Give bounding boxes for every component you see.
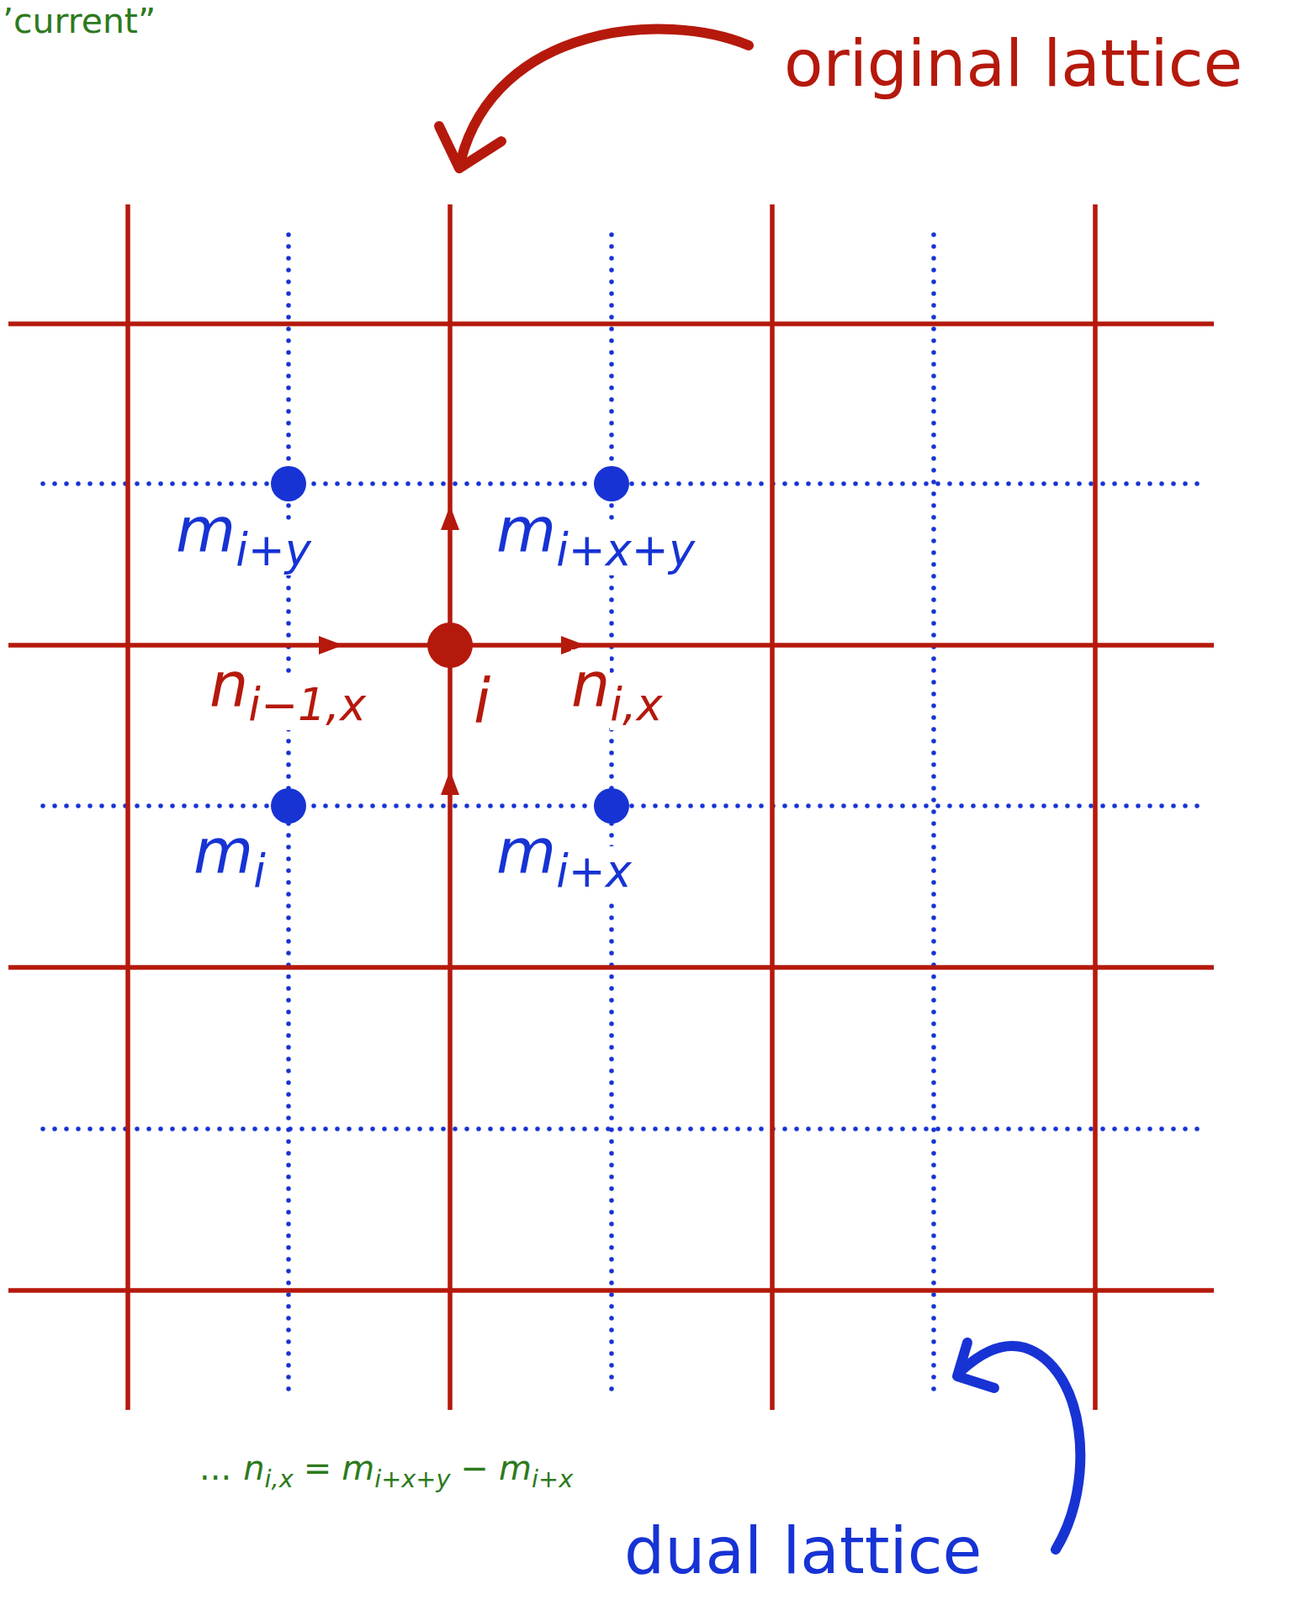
lattice-line [8,642,1214,648]
label-text: m [496,494,557,566]
label-text: ’current” [2,1,156,42]
dual-site-dot [270,788,307,824]
subscript-text: i+x+y [556,524,695,576]
label-text: n [209,649,249,721]
subscript-text: i+y [235,524,312,576]
dual-site-dot [593,466,630,502]
lattice-line [447,204,453,1410]
label-text: m [496,815,557,887]
current-variable-label: ni−1,x [209,649,366,721]
equation-text: ...ni,x=mi+x+y−mi+x [199,1448,573,1488]
label-text: m [341,1448,375,1488]
subscript-text: i,x [264,1465,294,1494]
subscript-text: i−1,x [248,679,366,731]
label-text: n [571,649,610,721]
lattice-line [8,1287,1214,1293]
label-text: − [460,1448,490,1488]
pointer-label: original lattice [783,26,1243,101]
dual-site-dot [270,466,307,502]
dual-line [42,1126,1207,1132]
pointer-head [439,126,502,169]
label-text: m [193,815,254,887]
dual-variable-label: mi+x+y [496,494,695,566]
lattice-line [8,964,1214,970]
label-text: ... [199,1448,232,1488]
dual-variable-label: mi [193,815,266,887]
label-text: i [473,666,491,737]
pointer-label: dual lattice [624,1514,982,1588]
lattice-site-dot [427,622,473,668]
current-variable-label: ni,x [571,649,663,721]
label-text: original lattice [783,26,1243,101]
dual-lattice-lines [42,234,1207,1399]
label-text: n [243,1448,265,1488]
arrowhead [318,635,344,655]
label-text: m [498,1448,532,1488]
pointer-arrow-red [439,29,749,169]
subscript-text: i [253,846,266,897]
subscript-text: i+x [556,846,632,897]
dual-site-dot [593,788,630,824]
original-lattice-lines [8,204,1214,1410]
lattice-line [125,204,131,1410]
arrowhead [440,505,460,530]
dual-variable-label: mi+y [175,494,312,566]
lattice-line [1092,204,1098,1410]
label-text: dual lattice [624,1514,982,1588]
label-text: m [175,494,236,566]
arrowhead [440,770,460,795]
subscript-text: i,x [609,679,663,731]
label-text: = [303,1448,333,1488]
dual-sites [270,466,630,824]
pointer-head [957,1342,995,1388]
lattice-line [769,204,775,1410]
subscript-text: i+x+y [374,1465,451,1494]
note-text: ’current” [2,1,156,42]
lattice-line [8,321,1214,327]
dual-variable-label: mi+x [496,815,632,887]
dual-line [931,234,937,1399]
site-label: i [473,666,491,737]
subscript-text: i+x [531,1465,573,1494]
